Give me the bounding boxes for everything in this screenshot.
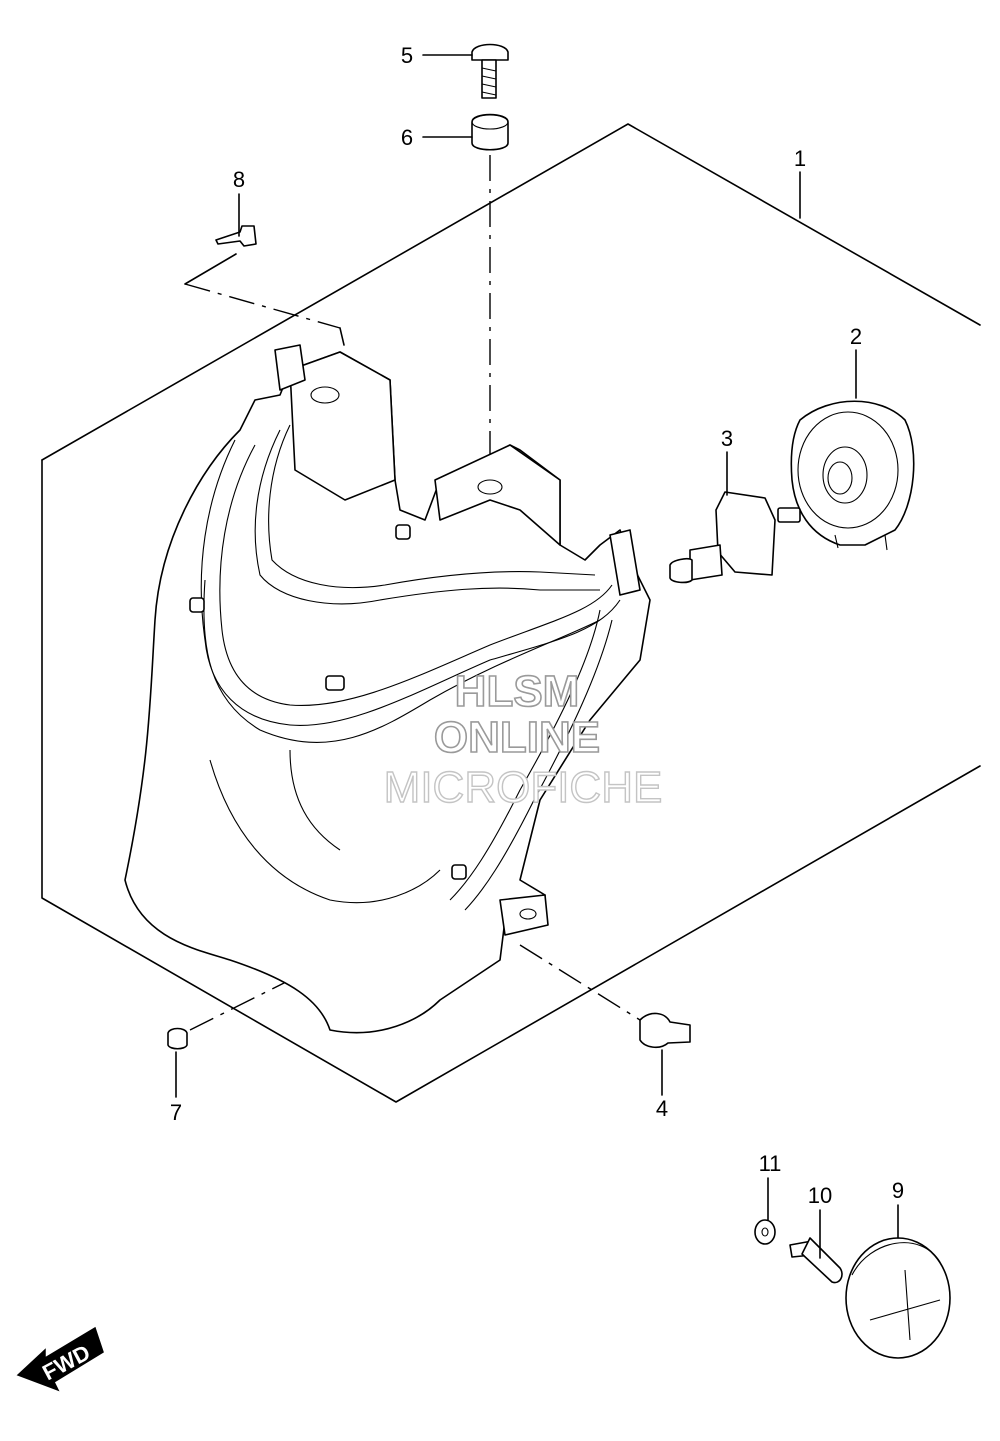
fwd-arrow: FWD bbox=[16, 1326, 104, 1392]
grommet-part-6 bbox=[471, 113, 509, 151]
screw-part-8 bbox=[215, 225, 257, 247]
screw-part-5 bbox=[471, 43, 509, 99]
callout-8[interactable]: 8 bbox=[233, 167, 245, 192]
leader-line-8 bbox=[184, 283, 341, 329]
callout-1[interactable]: 1 bbox=[794, 146, 806, 171]
socket-cover-part-2 bbox=[790, 400, 915, 551]
callout-9[interactable]: 9 bbox=[892, 1178, 904, 1203]
callout-6[interactable]: 6 bbox=[401, 125, 413, 150]
watermark-line-2: ONLINE bbox=[434, 713, 600, 762]
watermark-line-3: MICROFICHE bbox=[384, 763, 663, 812]
callout-5[interactable]: 5 bbox=[401, 43, 413, 68]
washer-part-11 bbox=[754, 1219, 776, 1245]
cap-part-9 bbox=[845, 1237, 951, 1359]
callout-3[interactable]: 3 bbox=[721, 426, 733, 451]
watermark: HLSM ONLINE MICROFICHE bbox=[383, 666, 663, 813]
leader-line-8-end bbox=[339, 327, 345, 346]
headlamp-housing bbox=[124, 344, 651, 1034]
callout-2[interactable]: 2 bbox=[850, 324, 862, 349]
callout-11[interactable]: 11 bbox=[759, 1151, 782, 1176]
assembly-frame bbox=[41, 123, 981, 461]
clip-part-4 bbox=[639, 1012, 691, 1049]
callout-7[interactable]: 7 bbox=[170, 1100, 182, 1125]
callout-10[interactable]: 10 bbox=[808, 1183, 832, 1208]
plug-part-7 bbox=[167, 1027, 188, 1050]
callout-4[interactable]: 4 bbox=[656, 1096, 668, 1121]
leader-line-8-short bbox=[184, 253, 237, 285]
leader-line-4 bbox=[519, 944, 641, 1021]
bulb-part-3 bbox=[669, 491, 801, 584]
assembly-frame-left bbox=[41, 459, 981, 1103]
fwd-arrow-icon bbox=[16, 1326, 104, 1392]
bolt-part-10 bbox=[789, 1237, 843, 1284]
watermark-line-1: HLSM bbox=[455, 667, 580, 716]
